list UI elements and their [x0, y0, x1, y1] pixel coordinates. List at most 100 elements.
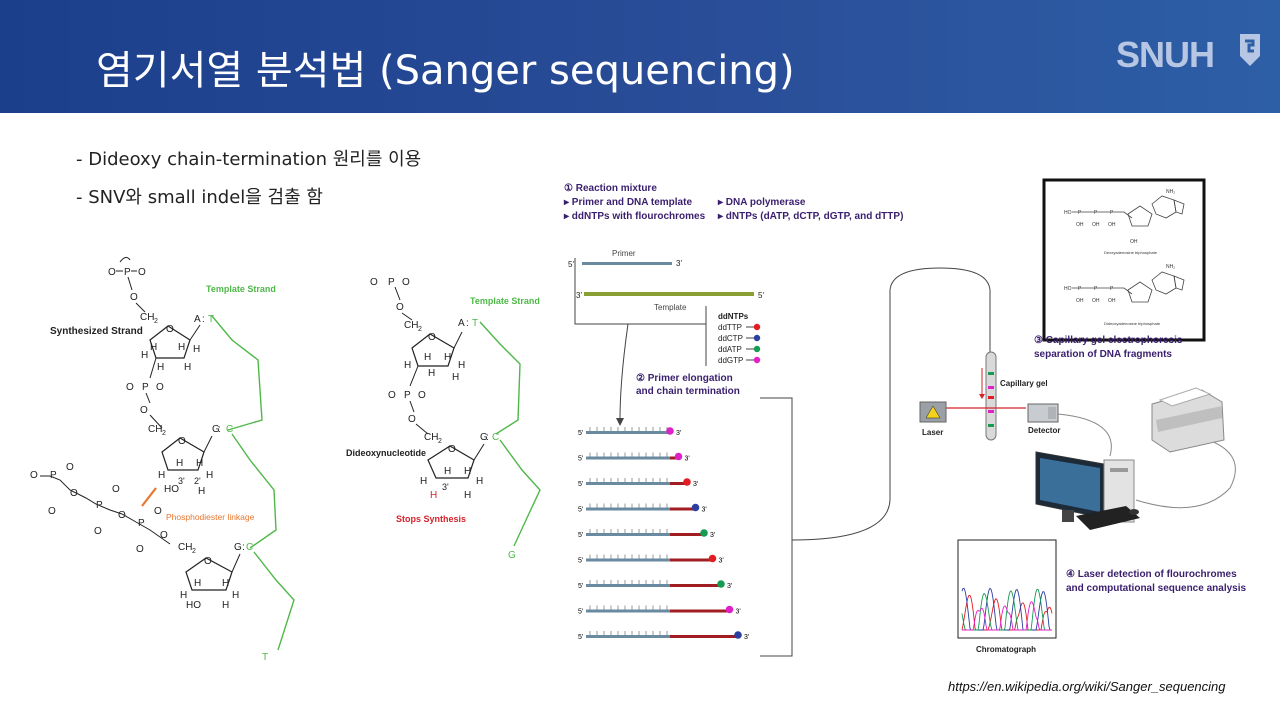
capillary-gel: Capillary gel — [940, 351, 1048, 441]
chem-label: H — [232, 590, 239, 601]
synthesized-strand-label: Synthesized Strand — [50, 326, 143, 337]
middle-chemical-structure: O P O O CH 2 O H H H H H H A O P O O CH … — [346, 277, 488, 524]
chem-label: H — [198, 486, 205, 497]
fragment-terminator — [674, 452, 683, 461]
svg-text:P: P — [1110, 210, 1114, 216]
base-label: C — [492, 432, 499, 443]
fragment-extension — [670, 456, 679, 460]
chem-label: H — [158, 470, 165, 481]
fragment-primer — [586, 635, 670, 638]
step4-line: ④ Laser detection of flourochromes — [1066, 569, 1237, 580]
ddntp-dot — [753, 356, 761, 364]
svg-text:OH: OH — [1108, 222, 1116, 228]
printer-icon — [1151, 387, 1225, 453]
chem-label: H — [194, 578, 201, 589]
ddntp-dot — [753, 323, 761, 331]
svg-text:ddATP: ddATP — [718, 345, 742, 354]
chem-label: O — [66, 462, 74, 473]
bullet-principle: - Dideoxy chain-termination 원리를 이용 — [76, 149, 422, 170]
fragment-five-prime: 5' — [578, 583, 583, 590]
middle-template-strand — [479, 321, 541, 547]
step1-item: ▸ DNA polymerase — [717, 197, 806, 208]
svg-text:ddTTP: ddTTP — [718, 323, 742, 332]
fragment-terminator — [691, 503, 700, 512]
detector-label: Detector — [1028, 426, 1060, 435]
svg-text::: : — [218, 424, 221, 435]
chem-label: A — [458, 318, 465, 329]
chem-label: H — [444, 352, 451, 363]
chem-label: O — [396, 302, 404, 313]
chem-label: 2 — [192, 548, 196, 555]
chem-label: H — [196, 458, 203, 469]
fragment-three-prime: 3' — [676, 430, 681, 437]
chem-label: G — [480, 432, 488, 443]
fragment-primer — [586, 533, 670, 536]
fragment-three-prime: 3' — [727, 583, 732, 590]
fragment-five-prime: 5' — [578, 430, 583, 437]
stops-synthesis-label: Stops Synthesis — [396, 514, 466, 524]
source-citation[interactable]: https://en.wikipedia.org/wiki/Sanger_seq… — [948, 679, 1226, 694]
chem-label: O — [138, 267, 146, 278]
chem-label: P — [404, 390, 411, 401]
computer-icon — [1035, 451, 1140, 530]
fragment-three-prime: 3' — [693, 481, 698, 488]
svg-text::: : — [242, 542, 245, 553]
chem-label: H — [178, 342, 185, 353]
chem-label: O — [94, 526, 102, 537]
svg-text:HO: HO — [1064, 286, 1072, 292]
fragment-three-prime: 3' — [719, 558, 724, 565]
step1-item: ▸ Primer and DNA template — [563, 197, 692, 208]
fragment-three-prime: 3' — [685, 456, 690, 463]
chem-label: G — [234, 542, 242, 553]
svg-text:Dideoxyadenosine triphosphate: Dideoxyadenosine triphosphate — [1104, 321, 1161, 326]
chem-label: 2 — [418, 326, 422, 333]
svg-text:3': 3' — [676, 259, 682, 268]
fragment-three-prime: 3' — [710, 532, 715, 539]
svg-text::: : — [486, 432, 489, 443]
fragment-five-prime: 5' — [578, 609, 583, 616]
bullet-detection: - SNV와 small indel을 검출 함 — [76, 187, 323, 208]
reaction-mixture-text: ① Reaction mixture ▸ Primer and DNA temp… — [563, 183, 903, 222]
step1-item: ▸ dNTPs (dATP, dCTP, dGTP, and dTTP) — [717, 211, 903, 222]
page-title: 염기서열 분석법 (Sanger sequencing) — [96, 48, 795, 94]
step1-item: ▸ ddNTPs with flourochromes — [563, 211, 706, 222]
ddntp-dot — [753, 334, 761, 342]
chem-label: O — [178, 436, 186, 447]
chem-label: H — [476, 476, 483, 487]
chem-label: H — [464, 490, 471, 501]
ddntp-dot — [753, 345, 761, 353]
chem-label: H — [420, 476, 427, 487]
chem-label: H — [424, 352, 431, 363]
phosphodiester-linkage-label: Phosphodiester linkage — [166, 512, 255, 522]
fragment-extension — [670, 533, 704, 536]
chem-label: 2 — [162, 430, 166, 437]
fragment-extension — [670, 558, 713, 562]
chem-label: O — [408, 414, 416, 425]
chem-label: H — [404, 360, 411, 371]
template-strand-label: Template Strand — [206, 284, 276, 294]
fragment-terminator — [708, 554, 717, 563]
base-label: T — [472, 318, 478, 329]
fragment-five-prime: 5' — [578, 481, 583, 488]
chem-label: O — [140, 405, 148, 416]
chem-label: O — [112, 484, 120, 495]
fragment-extension — [670, 507, 696, 511]
fragment-terminator — [734, 631, 742, 639]
chem-label: CH — [178, 542, 192, 553]
fragment-terminator — [725, 605, 734, 614]
chromatogram-trace — [962, 601, 1052, 631]
title-bar — [0, 0, 1280, 113]
chem-label: H — [428, 368, 435, 379]
chem-label: CH — [148, 424, 162, 435]
fragment-primer — [586, 609, 670, 613]
chem-label: O — [204, 556, 212, 567]
chem-label: CH — [424, 432, 438, 443]
chem-label: H — [222, 578, 229, 589]
chem-label: H — [180, 590, 187, 601]
base-label: C — [226, 424, 233, 435]
ddntp-color-dots — [746, 323, 761, 364]
fragment-primer — [586, 558, 670, 562]
chem-label: H — [157, 362, 164, 373]
ddntps-legend: ddNTPs ddTTP ddCTP ddATP ddGTP — [718, 312, 749, 365]
svg-text:3': 3' — [576, 291, 582, 300]
